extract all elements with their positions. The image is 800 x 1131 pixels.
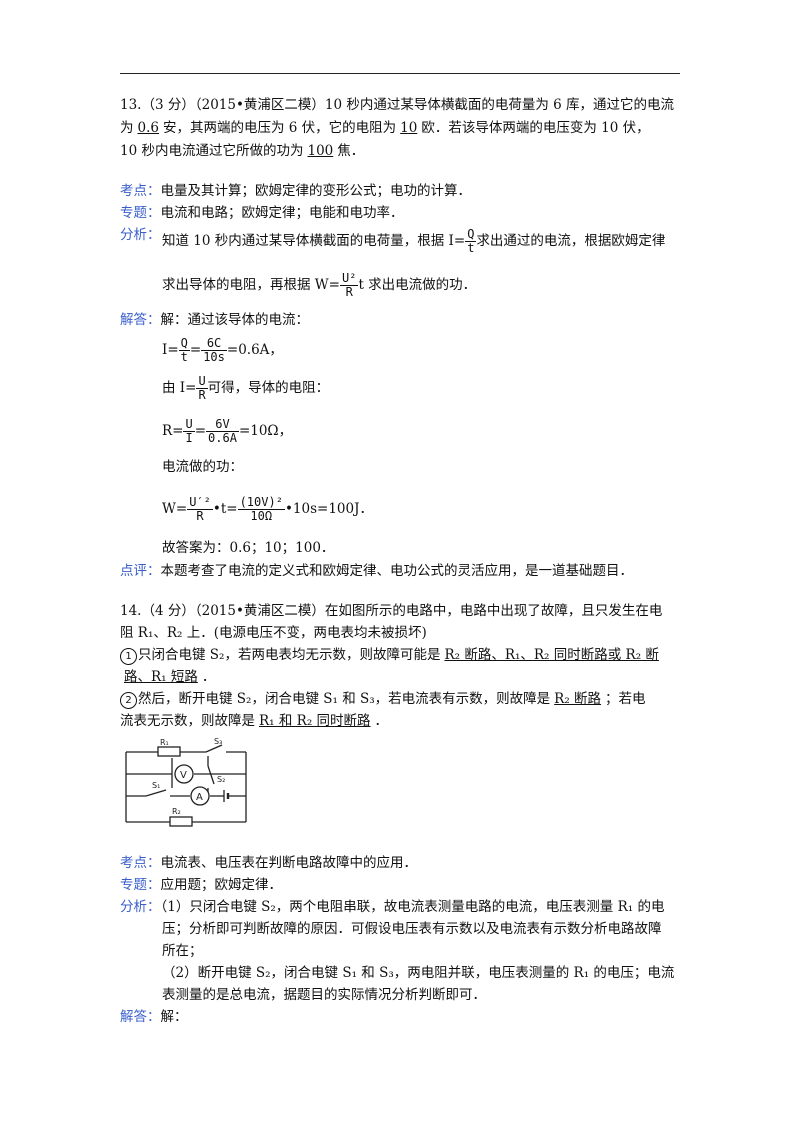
label-s2: S₂ — [217, 775, 225, 784]
label-voltmeter: V — [180, 770, 187, 781]
q13-blank-resistance: 10 — [400, 120, 418, 136]
q13-answer: 故答案为：0.6；10；100． — [162, 540, 335, 556]
q14-fenxi-3: 所在； — [162, 943, 203, 959]
q13-jieda: 解答：解：通过该导体的电流： — [120, 312, 309, 328]
circled-number-2: 2 — [120, 692, 137, 709]
q14-zhuanti: 专题：应用题；欧姆定律． — [120, 877, 282, 893]
label-s3: S₃ — [214, 738, 222, 746]
label-r1: R₁ — [160, 738, 169, 747]
q13-dianping: 点评：本题考查了电流的定义式和欧姆定律、电功公式的灵活应用，是一道基础题目． — [120, 563, 633, 579]
label-r2: R₂ — [172, 807, 181, 816]
label-ammeter: A — [196, 792, 203, 803]
q14-fenxi-4: （2）断开电键 S₂，闭合电键 S₁ 和 S₃，两电阻并联，电压表测量的 R₁ … — [162, 965, 675, 981]
q14-blank-3: R₁ 和 R₂ 同时断路 — [259, 713, 371, 729]
q13-work-label: 电流做的功： — [162, 459, 243, 475]
q13-blank-current: 0.6 — [137, 120, 159, 136]
header-rule — [120, 73, 680, 74]
q14-line-1: 14.（4 分）（2015•黄浦区二模）在如图所示的电路中，电路中出现了故障，且… — [120, 603, 663, 619]
q14-blank-1b: 路、R₁ 短路 — [124, 669, 198, 685]
circuit-diagram: R₁ S₃ V S₂ S₁ A R₂ — [125, 738, 247, 827]
q13-kaodian: 考点：电量及其计算；欧姆定律的变形公式；电功的计算． — [120, 183, 471, 199]
q14-line-2: 阻 R₁、R₂ 上．(电源电压不变，两电表均未被损坏) — [120, 625, 427, 641]
q14-jieda: 解答：解： — [120, 1009, 188, 1025]
q14-blank-1a: R₂ 断路、R₁、R₂ 同时断路或 R₂ 断 — [444, 647, 659, 663]
q13-zhuanti: 专题：电流和电路；欧姆定律；电能和电功率． — [120, 205, 404, 221]
q14-fenxi-1: 分析：（1）只闭合电键 S₂，两个电阻串联，故电流表测量电路的电流，电压表测量 … — [120, 899, 665, 915]
q14-kaodian: 考点：电流表、电压表在判断电路故障中的应用． — [120, 855, 417, 871]
q14-fenxi-2: 压；分析即可判断故障的原因．可假设电压表有示数以及电流表有示数分析电路故障 — [162, 921, 662, 937]
circled-number-1: 1 — [120, 648, 137, 665]
q13-line-1: 13.（3 分）（2015•黄浦区二模）10 秒内通过某导体横截面的电荷量为 6… — [120, 97, 675, 113]
label-s1: S₁ — [152, 781, 160, 790]
q13-fenxi-label: 分析： — [120, 227, 161, 243]
q14-fenxi-5: 表测量的是总电流，据题目的实际情况分析判断即可． — [162, 987, 486, 1003]
q14-blank-2: R₂ 断路 — [554, 691, 602, 707]
q13-blank-work: 100 — [307, 143, 334, 159]
q14-line-4: 路、R₁ 短路． — [120, 666, 682, 688]
